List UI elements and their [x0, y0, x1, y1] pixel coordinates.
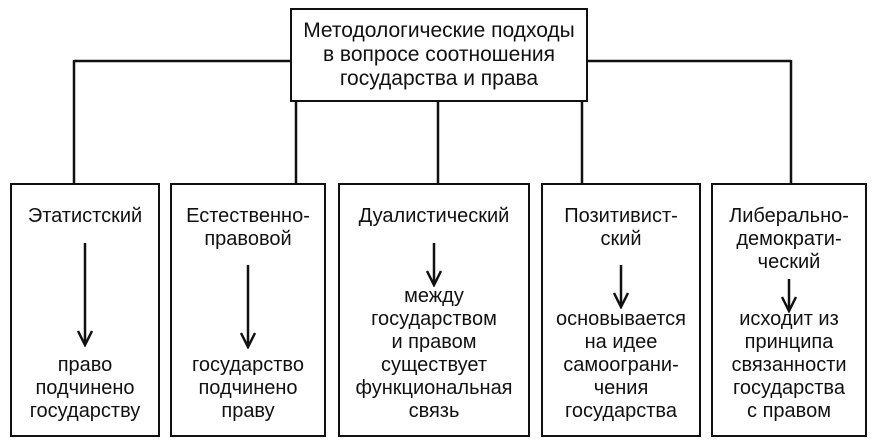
approach-desc-line: подчинено: [198, 377, 298, 399]
approach-title: Позитивист- ский: [543, 205, 699, 251]
approach-desc-line: государства: [565, 400, 677, 422]
root-box: Методологические подходы в вопросе соотн…: [290, 8, 588, 102]
root-line: государства и права: [339, 67, 539, 90]
approach-title-line: ский: [600, 228, 642, 250]
approach-desc-line: между: [404, 285, 464, 307]
approach-desc-line: подчинено: [35, 377, 135, 399]
approach-desc-line: государства: [733, 377, 845, 399]
approach-title-line: Позитивист-: [564, 205, 678, 227]
down-arrow-icon: [238, 265, 258, 349]
approach-description: право подчинено государству: [12, 354, 158, 423]
approach-description: между государством и правом существует ф…: [340, 285, 528, 423]
approach-desc-line: чения: [593, 377, 649, 399]
approach-desc-line: функциональная: [355, 377, 513, 399]
approach-title-line: Этатистский: [27, 205, 143, 227]
root-line: Методологические подходы: [303, 19, 575, 42]
approach-desc-line: принципа: [744, 331, 834, 353]
approach-title: Либерально- демократи- ческий: [713, 205, 865, 274]
approach-title-line: Либерально-: [729, 205, 849, 227]
down-arrow-icon: [611, 265, 631, 309]
approach-desc-line: связанности: [731, 354, 847, 376]
approach-title-line: правовой: [204, 228, 292, 250]
approach-title-line: Естественно-: [186, 205, 310, 227]
root-line: в вопросе соотношения: [322, 43, 556, 66]
down-arrow-icon: [75, 243, 95, 347]
approach-desc-line: исходит из: [739, 308, 839, 330]
approach-box-liberal-democratic: Либерально- демократи- ческий исходит из…: [711, 183, 867, 437]
approach-desc-line: государству: [29, 400, 141, 422]
approach-desc-line: государство: [192, 354, 304, 376]
root-text: Методологические подходы в вопросе соотн…: [303, 19, 575, 91]
approach-box-natural-law: Естественно- правовой государство подчин…: [170, 183, 326, 437]
approach-title-line: Дуалистический: [358, 205, 510, 227]
approach-desc-line: праву: [221, 400, 275, 422]
approach-box-dualist: Дуалистический между государством и прав…: [338, 183, 530, 437]
approach-desc-line: государством: [371, 308, 497, 330]
approach-description: исходит из принципа связанности государс…: [713, 308, 865, 423]
approach-description: основывается на идее самоограни- чения г…: [543, 308, 699, 423]
approach-desc-line: основывается: [555, 308, 687, 330]
approach-box-positivist: Позитивист- ский основывается на идее са…: [541, 183, 701, 437]
approach-title: Дуалистический: [340, 205, 528, 228]
approach-desc-line: существует: [380, 354, 488, 376]
approach-desc-line: связь: [408, 400, 460, 422]
down-arrow-icon: [424, 243, 444, 287]
approach-desc-line: с правом: [747, 400, 831, 422]
approach-title-line: демократи-: [736, 228, 842, 250]
approach-title: Этатистский: [12, 205, 158, 228]
approach-desc-line: на идее: [584, 331, 658, 353]
approach-desc-line: право: [57, 354, 113, 376]
down-arrow-icon: [779, 279, 799, 313]
approach-desc-line: и правом: [391, 331, 477, 353]
approach-description: государство подчинено праву: [172, 354, 324, 423]
approach-desc-line: самоограни-: [563, 354, 679, 376]
approach-title-line: ческий: [757, 251, 821, 273]
approach-box-etatist: Этатистский право подчинено государству: [10, 183, 160, 437]
approach-title: Естественно- правовой: [172, 205, 324, 251]
